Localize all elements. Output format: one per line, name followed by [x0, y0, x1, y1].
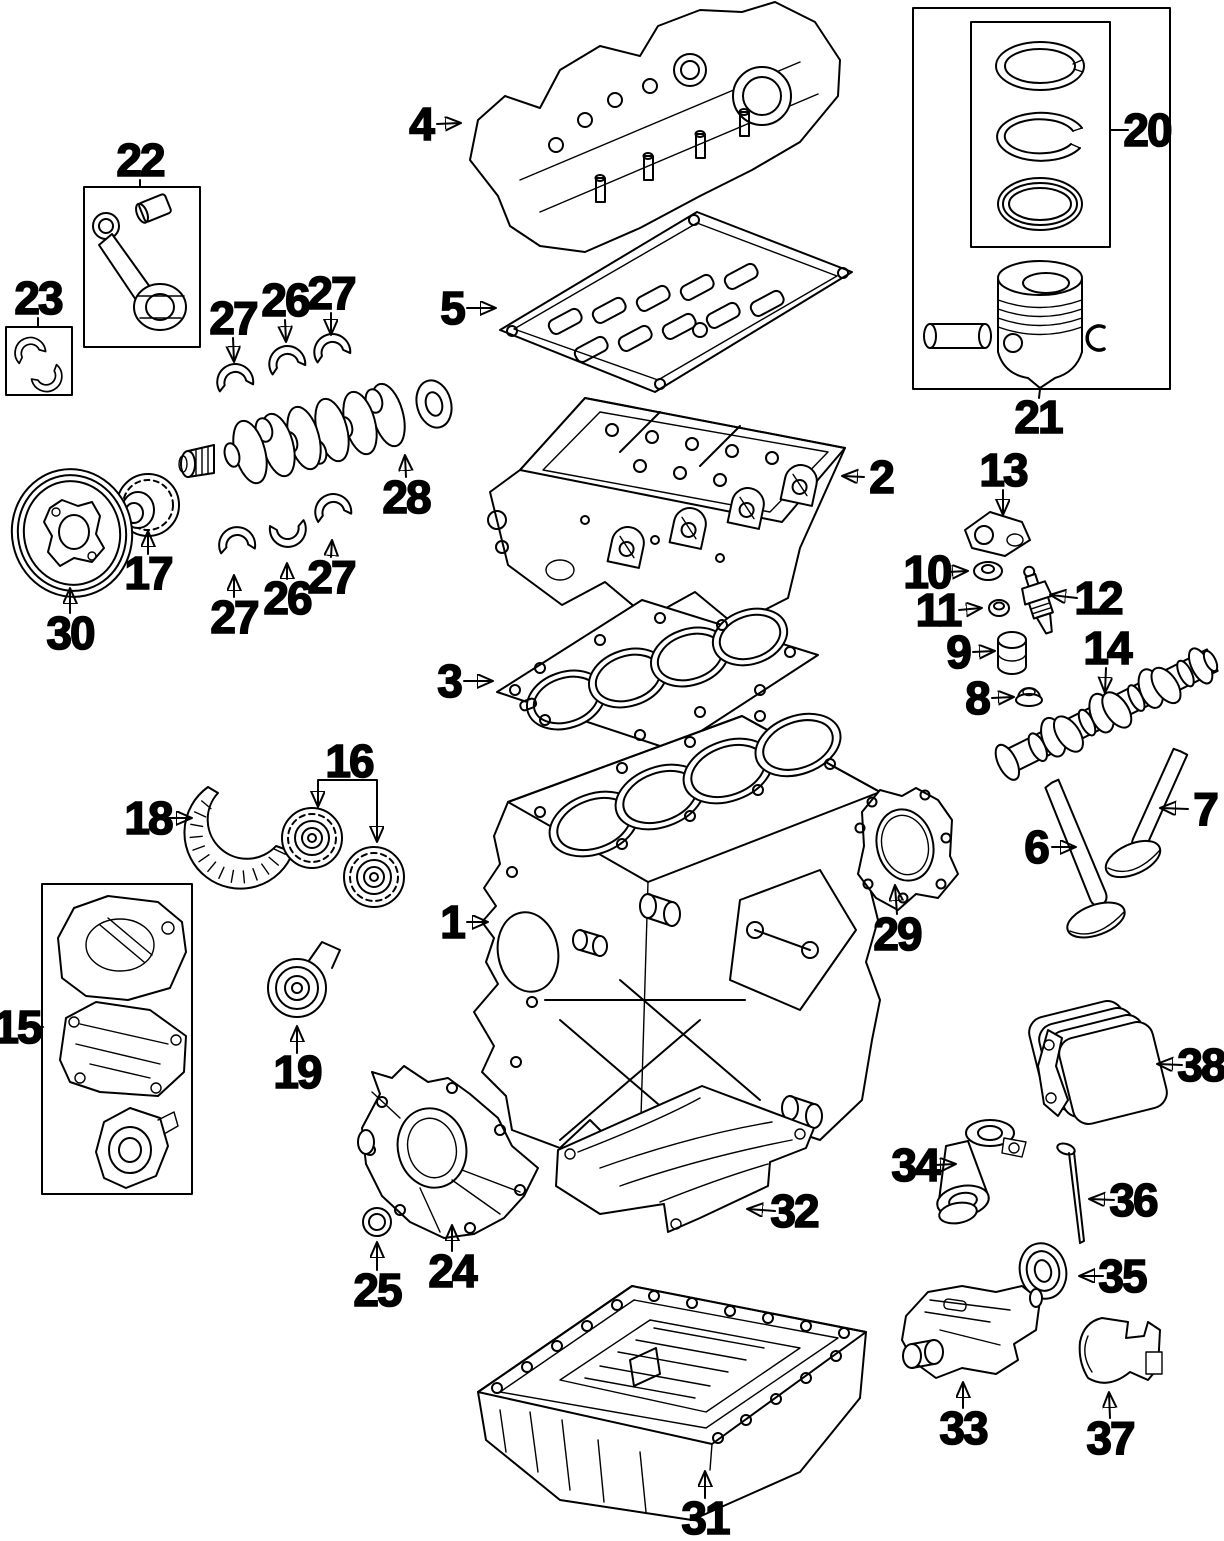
leader-lines-layer [31, 123, 1189, 1499]
part-front-seal [362, 1207, 392, 1237]
leader-line-21 [1038, 388, 1041, 399]
part-dipstick [1056, 1142, 1085, 1244]
part-cam-gears [281, 807, 405, 908]
part-washer [973, 561, 1003, 581]
part-piston [923, 260, 1106, 389]
part-head-gasket [496, 599, 819, 751]
part-rocker-arm [964, 511, 1031, 557]
leader-line-28 [405, 456, 406, 478]
part-crank-pulley [10, 468, 134, 598]
part-valve-cover [469, 1, 841, 253]
leader-line-4 [436, 123, 460, 124]
part-crankshaft [178, 379, 453, 485]
part-exhaust-valve [1104, 747, 1189, 879]
leader-line-29 [895, 886, 897, 915]
part-valve-cover-gasket [499, 211, 853, 393]
head-ports [545, 464, 818, 581]
part-filter-housing [936, 1119, 1027, 1225]
kit-box-rings [970, 21, 1111, 248]
part-timing-belt [183, 786, 294, 890]
part-cylinder-head [487, 397, 846, 626]
part-connecting-rod [92, 193, 187, 331]
part-spark-plug [1021, 565, 1054, 635]
leader-line-32 [748, 1209, 776, 1211]
leader-line-11 [958, 608, 981, 610]
kit-box-piston [912, 7, 1171, 390]
leader-line-16 [318, 779, 350, 806]
part-front-cover [357, 1065, 539, 1239]
leader-line-34 [934, 1164, 955, 1165]
part-pump-bracket [1078, 1317, 1163, 1384]
leader-line-38 [1158, 1064, 1183, 1065]
kit-box-timing-covers [41, 883, 193, 1195]
leader-line-7 [1161, 808, 1189, 809]
leader-line-27 [233, 337, 234, 361]
leader-line-37 [1109, 1393, 1110, 1419]
part-valve-stem-seal [1015, 687, 1043, 707]
leader-line-10 [947, 571, 967, 572]
part-camshaft [994, 647, 1219, 781]
leader-line-14 [1105, 667, 1106, 692]
part-oil-cooler [1028, 1000, 1168, 1125]
part-rear-seal-plate [854, 787, 959, 911]
part-engine-block [473, 710, 881, 1159]
kit-box-connecting-rod [83, 186, 201, 348]
part-rod-bearings [9, 331, 69, 398]
part-oil-pump [901, 1285, 1043, 1379]
part-seal-ring [1018, 1242, 1068, 1300]
part-piston-rings [995, 41, 1085, 231]
leader-line-12 [1051, 595, 1078, 598]
leader-line-36 [1090, 1199, 1115, 1200]
part-valve-lifter [997, 631, 1027, 675]
part-nut [988, 599, 1010, 617]
part-oil-pan [477, 1285, 867, 1521]
leader-line-27 [331, 541, 332, 558]
leader-line-8 [991, 697, 1013, 698]
leader-line-16 [348, 779, 377, 841]
part-tensioner [267, 941, 341, 1018]
part-oil-baffle [555, 1085, 815, 1233]
leader-line-2 [843, 476, 865, 477]
leader-line-26 [285, 319, 286, 341]
leader-line-9 [972, 651, 994, 652]
part-timing-covers [57, 895, 187, 1189]
kit-box-bearings [5, 326, 73, 396]
circlip [1085, 324, 1106, 352]
